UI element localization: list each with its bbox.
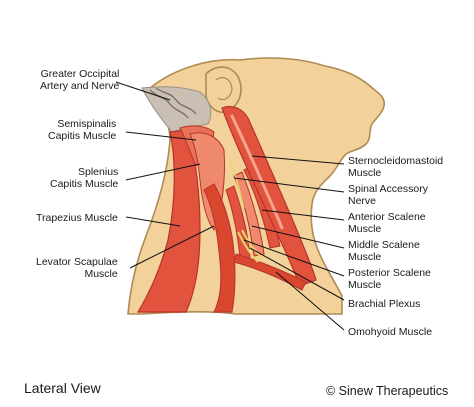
- label-line: Nerve: [348, 195, 377, 207]
- greater-occipital-nerve: [149, 89, 189, 119]
- label-line: Anterior Scalene: [348, 211, 426, 223]
- label-line: Muscle: [348, 167, 382, 179]
- view-caption: Lateral View: [24, 380, 101, 396]
- leader-anterior-scalene: [261, 209, 345, 221]
- label-line: Splenius: [78, 166, 119, 178]
- spinal-accessory-nerve-path: [229, 159, 245, 209]
- label-anterior-scalene: Anterior Scalene Muscle: [348, 211, 426, 235]
- label-sternocleidomastoid: Sternocleidomastoid Muscle: [348, 155, 443, 179]
- label-line: Semispinalis: [57, 118, 117, 130]
- greater-occipital-artery: [155, 87, 197, 115]
- label-line: Omohyoid Muscle: [348, 326, 433, 338]
- label-line: Spinal Accessory: [348, 183, 428, 195]
- brachial-plexus-nerves: [237, 229, 263, 263]
- leader-spinal-accessory: [233, 177, 345, 193]
- label-line: Muscle: [348, 279, 382, 291]
- leader-semispinalis: [125, 131, 197, 141]
- label-line: Sternocleidomastoid: [348, 155, 444, 167]
- ear: [205, 66, 242, 114]
- label-line: Artery and Nerve: [40, 80, 120, 92]
- label-line: Middle Scalene: [348, 239, 420, 251]
- leader-splenius: [125, 163, 201, 181]
- leader-middle-scalene: [251, 225, 345, 249]
- label-line: Levator Scapulae: [36, 256, 118, 268]
- leader-omohyoid: [275, 271, 345, 331]
- label-levator-scapulae: Levator Scapulae Muscle: [36, 256, 118, 280]
- ear-inner: [215, 77, 233, 101]
- leader-posterior-scalene: [243, 239, 345, 277]
- leader-brachial-plexus: [249, 247, 345, 301]
- label-middle-scalene: Middle Scalene Muscle: [348, 239, 420, 263]
- label-line: Capitis Muscle: [48, 130, 117, 142]
- label-line: Muscle: [348, 223, 382, 235]
- label-line: Brachial Plexus: [348, 298, 421, 310]
- label-trapezius: Trapezius Muscle: [36, 212, 118, 224]
- label-spinal-accessory: Spinal Accessory Nerve: [348, 183, 428, 207]
- label-line: Capitis Muscle: [50, 178, 119, 190]
- leader-levator-scapulae: [129, 225, 215, 269]
- leader-trapezius: [125, 216, 181, 227]
- label-line: Muscle: [348, 251, 382, 263]
- label-omohyoid: Omohyoid Muscle: [348, 326, 432, 338]
- label-line: Muscle: [84, 268, 118, 280]
- leader-lines: [115, 81, 345, 331]
- label-line: Greater Occipital: [40, 68, 120, 80]
- leader-greater-occipital: [115, 81, 171, 101]
- label-posterior-scalene: Posterior Scalene Muscle: [348, 267, 431, 291]
- label-semispinalis: Semispinalis Capitis Muscle: [48, 118, 116, 142]
- label-splenius: Splenius Capitis Muscle: [50, 166, 118, 190]
- label-line: Posterior Scalene: [348, 267, 431, 279]
- copyright-credit: © Sinew Therapeutics: [326, 384, 449, 398]
- label-line: Trapezius Muscle: [36, 212, 118, 224]
- leader-sternocleidomastoid: [251, 155, 345, 165]
- trapezius-muscle: [136, 129, 201, 313]
- label-greater-occipital: Greater Occipital Artery and Nerve: [40, 68, 119, 92]
- sternocleidomastoid-highlight: [230, 114, 284, 230]
- levator-scapulae-muscle: [203, 183, 236, 313]
- label-brachial-plexus: Brachial Plexus: [348, 298, 420, 310]
